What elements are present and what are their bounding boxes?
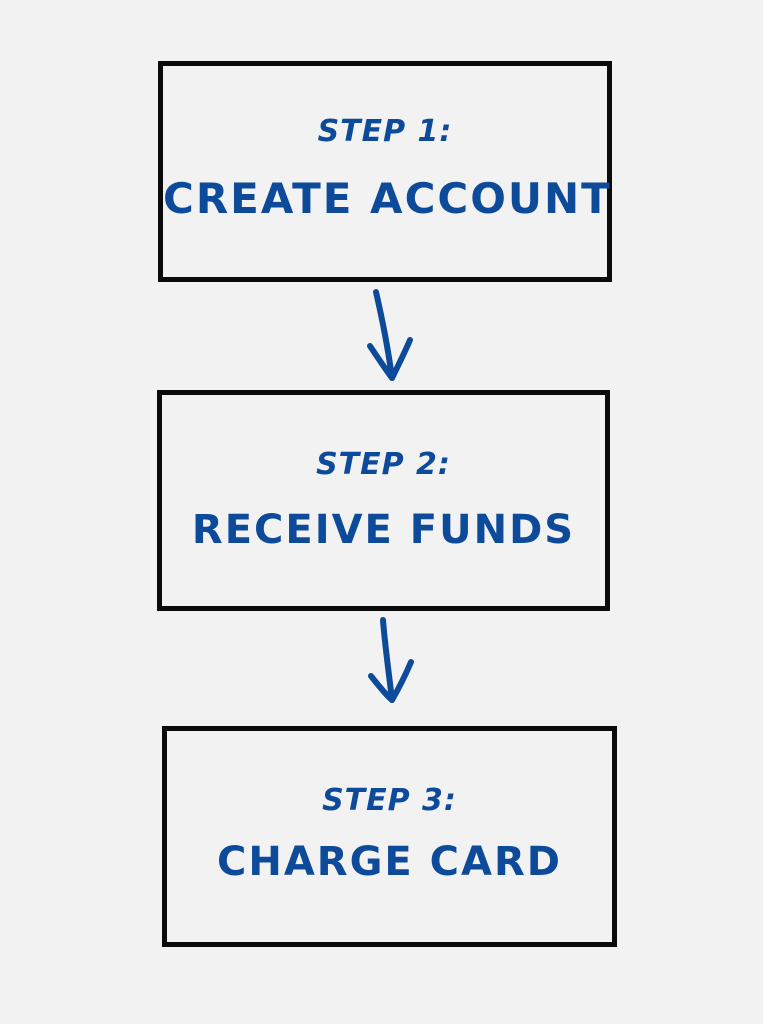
step-2-box: STEP 2: RECEIVE FUNDS: [157, 390, 610, 611]
step-2-title: RECEIVE FUNDS: [191, 507, 576, 553]
step-2-label: STEP 2:: [316, 447, 451, 482]
step-1-title: CREATE ACCOUNT: [163, 174, 612, 223]
step-1-box: STEP 1: CREATE ACCOUNT: [158, 61, 612, 282]
down-arrow-2: [368, 617, 414, 703]
step-3-title: CHARGE CARD: [217, 839, 562, 885]
step-3-label: STEP 3:: [322, 783, 457, 818]
step-1-label: STEP 1:: [317, 114, 453, 149]
step-3-box: STEP 3: CHARGE CARD: [162, 726, 617, 947]
down-arrow-1: [367, 289, 413, 381]
